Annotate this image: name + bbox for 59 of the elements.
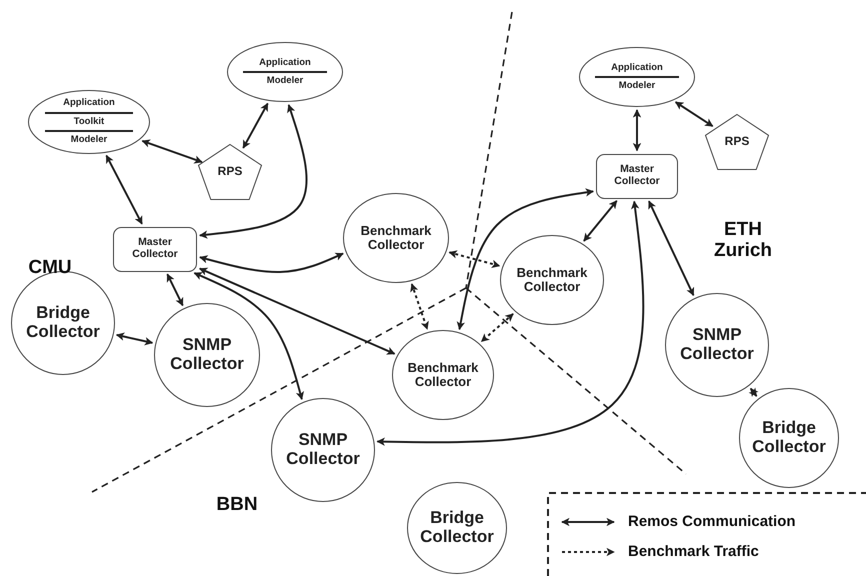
node-label: Bridge Collector [25,304,101,342]
arrow [632,109,642,152]
region-label: BBN [215,495,259,516]
node-label: Benchmark Collector [516,266,588,294]
node-label: Bridge Collector [751,419,827,457]
node-label: SNMP Collector [679,326,755,364]
ellipse-node [271,398,375,502]
arrow [242,102,269,149]
ellipse-node [579,47,695,107]
node-label: SNMP Collector [169,336,245,374]
node-label: RPS [724,135,750,149]
arrow [410,283,429,330]
node-label: Application [63,96,115,110]
node-label: Application [259,56,311,70]
node-label: Benchmark Collector [406,360,480,390]
ellipse-node [500,235,604,325]
pentagon-node [198,144,262,200]
ellipse-node [227,42,343,102]
ellipse-node [154,303,260,407]
arrow [480,313,514,342]
arrow [583,200,618,242]
arrow [116,332,154,346]
pentagon-node [705,114,769,170]
arrow [106,154,143,225]
arrow [166,273,184,306]
arrow [748,388,759,398]
arrow [199,252,344,273]
arrow [198,268,396,355]
ellipse-node [343,193,449,283]
arrow [199,104,308,239]
node-label: Modeler [618,79,656,93]
region-label: CMU [27,258,73,279]
ellipse-node [28,90,150,154]
arrow [648,200,694,296]
arrow [194,272,304,400]
legend-label: Remos Communication [628,513,796,530]
node-label: Modeler [70,133,108,148]
rounded-box [596,154,678,198]
node-label: Bridge Collector [419,509,495,547]
node-label: Master Collector [131,237,179,261]
node-label: Modeler [266,74,304,88]
arrow [456,188,594,330]
ellipse-node [407,482,507,574]
node-label: SNMP Collector [285,431,361,469]
rounded-box [113,226,197,272]
ellipse-node [665,293,769,397]
arrow [448,250,500,268]
node-label: Benchmark Collector [360,224,432,252]
ellipse-node [392,330,494,420]
node-label: Toolkit [74,114,104,129]
region-label: ETH Zurich [712,220,774,262]
node-label: Master Collector [613,164,661,188]
node-label: Application [611,60,663,75]
arrow [376,200,644,446]
legend-label: Benchmark Traffic [628,543,759,560]
ellipse-node [739,388,839,488]
arrow [674,101,714,128]
node-label: RPS [216,165,244,179]
arrow [142,140,203,164]
